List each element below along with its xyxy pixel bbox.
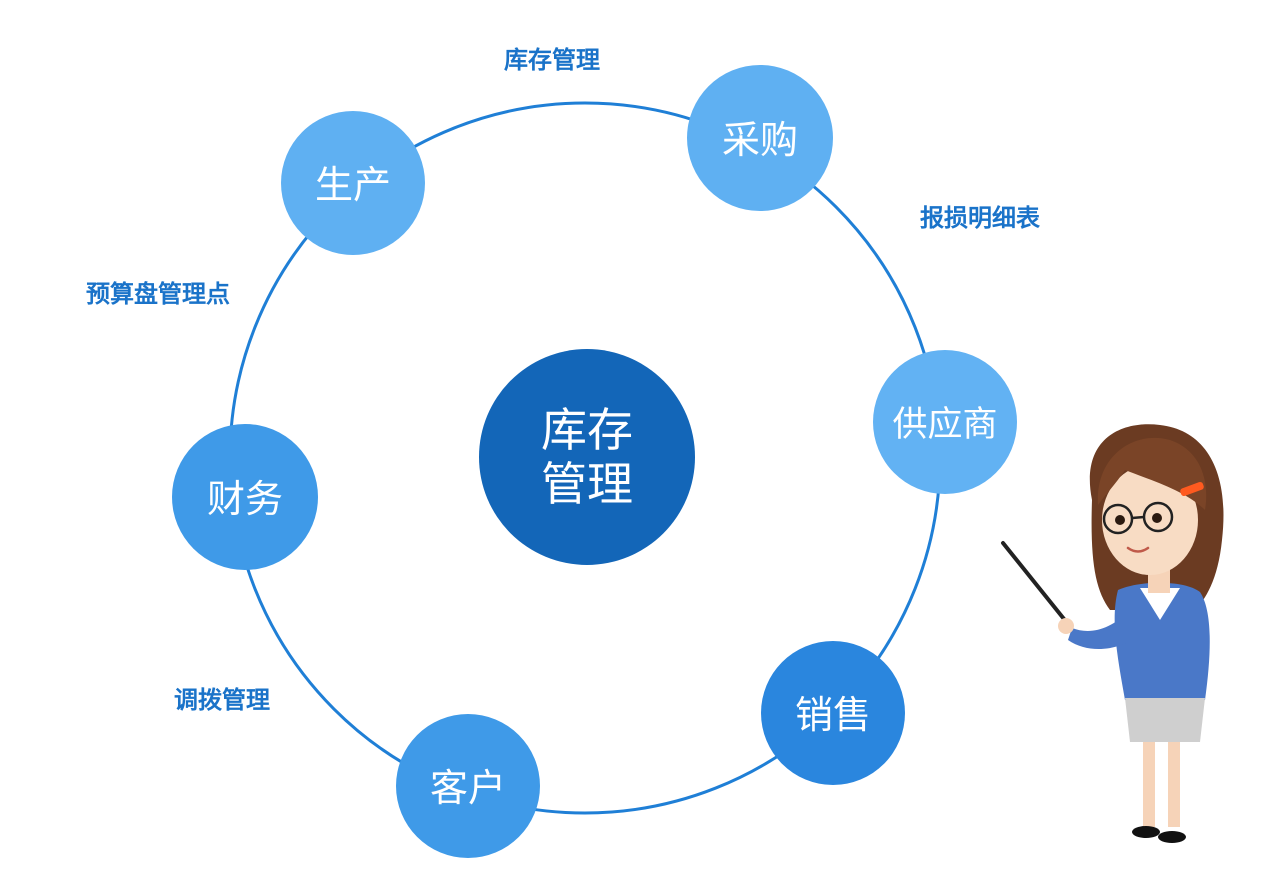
node-supplier: 供应商 xyxy=(873,350,1017,494)
annotation-left: 预算盘管理点 xyxy=(86,280,230,308)
hand xyxy=(1058,618,1074,634)
node-customer-label: 客户 xyxy=(430,766,506,810)
center-label-line1: 库存 xyxy=(541,403,633,457)
skirt xyxy=(1125,698,1205,742)
shoe-right xyxy=(1158,831,1186,843)
pointing-arm xyxy=(1068,610,1140,650)
node-supplier-label: 供应商 xyxy=(892,405,997,445)
eye-left xyxy=(1115,515,1125,525)
center-node: 库存 管理 xyxy=(479,349,695,565)
node-sales: 销售 xyxy=(761,641,905,785)
node-finance-label: 财务 xyxy=(207,477,283,521)
node-production: 生产 xyxy=(281,111,425,255)
node-sales-label: 销售 xyxy=(795,693,871,737)
eye-right xyxy=(1152,513,1162,523)
leg-left xyxy=(1143,742,1155,827)
jacket xyxy=(1114,582,1210,700)
glasses-bridge xyxy=(1131,515,1145,520)
node-finance: 财务 xyxy=(172,424,318,570)
center-label-line2: 管理 xyxy=(541,457,633,511)
teacher-illustration xyxy=(1001,424,1224,843)
node-production-label: 生产 xyxy=(315,163,391,207)
node-customer: 客户 xyxy=(396,714,540,858)
glasses-left-lens xyxy=(1102,503,1134,535)
node-purchase: 采购 xyxy=(687,65,833,211)
node-purchase-label: 采购 xyxy=(722,118,798,162)
shoe-left xyxy=(1132,826,1160,838)
mouth xyxy=(1126,546,1150,553)
hair-clip xyxy=(1180,481,1204,497)
shirt-collar xyxy=(1140,588,1180,620)
annotation-right: 报损明细表 xyxy=(920,204,1041,232)
pointer-stick xyxy=(1001,541,1070,626)
face xyxy=(1102,465,1198,575)
hair-bangs xyxy=(1097,437,1207,510)
annotation-top: 库存管理 xyxy=(504,46,600,74)
leg-right xyxy=(1168,742,1180,827)
annotation-bottom-left: 调拨管理 xyxy=(174,686,270,714)
